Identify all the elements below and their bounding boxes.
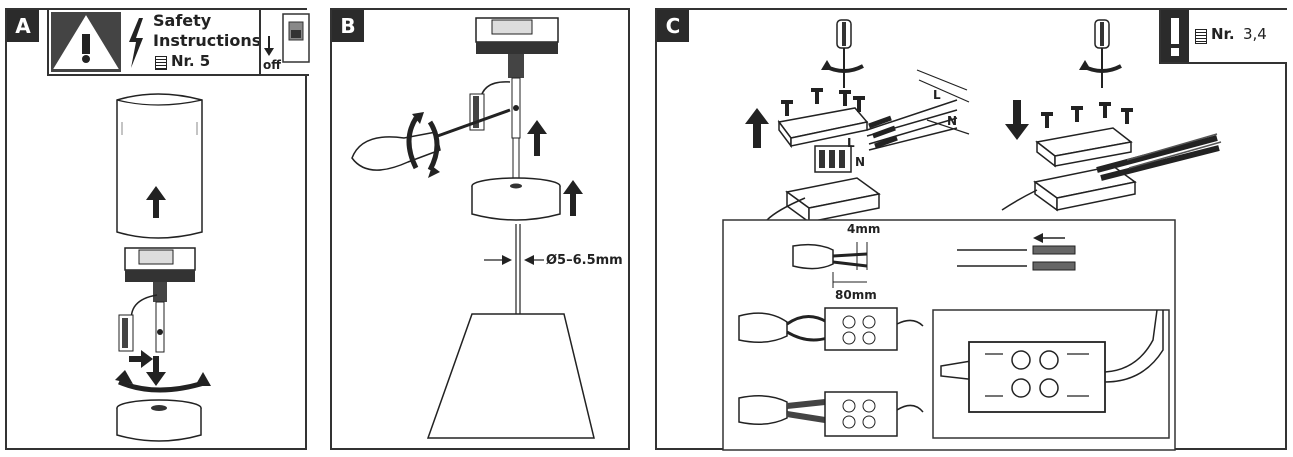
panel-a-drawing (115, 93, 211, 442)
reference-prefix: Nr. (1211, 25, 1235, 43)
panel-c: C Nr. 3,4 (655, 8, 1287, 451)
exclamation-icon (1161, 10, 1189, 62)
panel-a-tag: A (7, 10, 39, 42)
panel-b-tag: B (332, 10, 364, 42)
switch-off-label: off (263, 58, 281, 72)
panel-b: B (330, 8, 630, 450)
document-icon (155, 56, 167, 70)
strip-long-label: 80mm (835, 288, 877, 302)
terminal-N-label: N (855, 155, 866, 169)
panel-c-drawing (722, 19, 1222, 451)
electric-hazard-icon (125, 18, 147, 68)
panel-a: A Safety Instructions Nr. 5 (5, 8, 311, 450)
panel-b-drawing (351, 17, 595, 439)
wire-N-label: N (947, 114, 958, 128)
warning-triangle-icon (51, 12, 121, 72)
cable-diameter-label: Ø5–6.5mm (546, 253, 623, 268)
strip-short-label: 4mm (847, 222, 881, 236)
reference-box: Nr. 3,4 (1159, 10, 1287, 64)
reference-numbers: 3,4 (1243, 25, 1267, 43)
safety-header: Safety Instructions Nr. 5 off (47, 10, 311, 76)
terminal-L-label: L (847, 136, 855, 150)
breaker-switch-box: off (259, 10, 311, 76)
panel-c-tag: C (657, 10, 689, 42)
safety-title-line2: Instructions (153, 31, 262, 50)
wire-L-label: L (933, 88, 941, 102)
safety-ref-number: Nr. 5 (171, 52, 211, 70)
document-icon (1195, 29, 1207, 44)
safety-title-line1: Safety (153, 11, 212, 30)
